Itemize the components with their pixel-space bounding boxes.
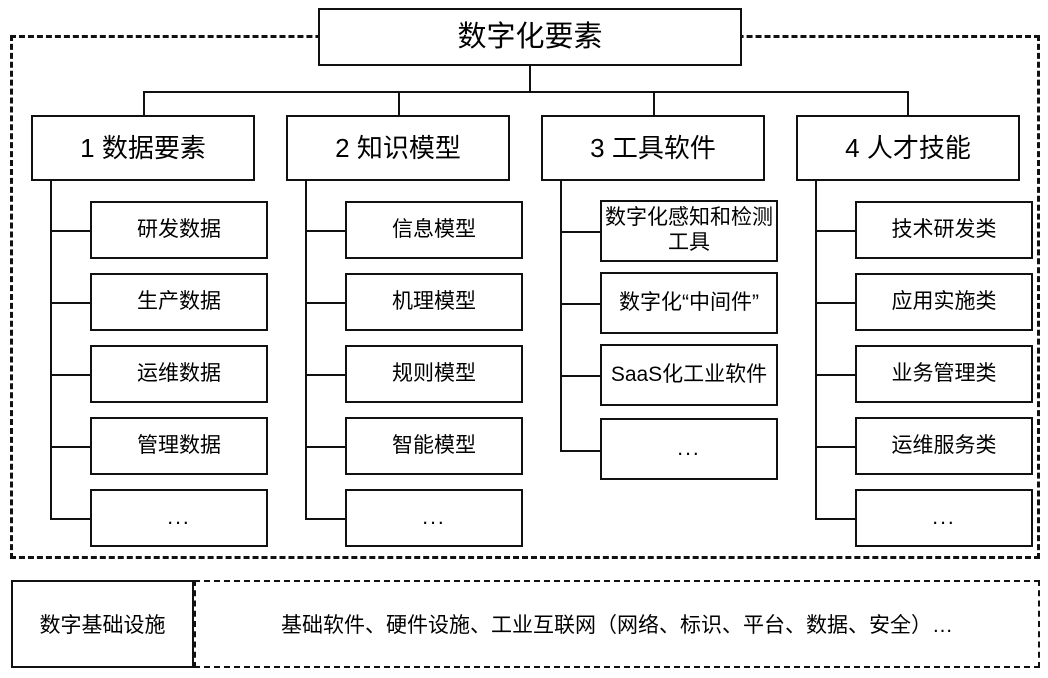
leaf-node-label: 信息模型 [392, 217, 476, 241]
leaf-node-label: 数字化感知和检测工具 [605, 206, 773, 254]
connector-spine-category-3 [560, 181, 562, 452]
leaf-node[interactable]: 智能模型 [345, 417, 523, 475]
leaf-node[interactable]: 应用实施类 [855, 273, 1033, 331]
leaf-node[interactable]: 信息模型 [345, 201, 523, 259]
leaf-node-label: 规则模型 [392, 361, 476, 385]
leaf-node-label: 应用实施类 [891, 289, 997, 313]
category-header-label: 3 工具软件 [590, 132, 716, 163]
leaf-node-label: ... [422, 505, 446, 529]
connector-stub-2-3 [305, 374, 345, 376]
root-node-digital-elements: 数字化要素 [318, 8, 742, 66]
leaf-node-label: ... [677, 436, 701, 460]
leaf-node[interactable]: 运维数据 [90, 345, 268, 403]
leaf-node[interactable]: 研发数据 [90, 201, 268, 259]
connector-stub-1-4 [50, 446, 90, 448]
connector-drop-category-2 [398, 91, 400, 115]
connector-drop-category-3 [653, 91, 655, 115]
connector-spine-category-4 [815, 181, 817, 518]
leaf-node-more[interactable]: ... [345, 489, 523, 547]
connector-stub-1-1 [50, 230, 90, 232]
leaf-node-label: ... [932, 505, 956, 529]
leaf-node-label: ... [167, 505, 191, 529]
connector-spine-category-2 [305, 181, 307, 518]
connector-horizontal-bus [143, 91, 909, 93]
leaf-node-label: 智能模型 [392, 433, 476, 457]
connector-stub-2-2 [305, 302, 345, 304]
category-header-knowledge-models[interactable]: 2 知识模型 [286, 115, 510, 181]
leaf-node-label: 生产数据 [137, 289, 221, 313]
category-header-label: 4 人才技能 [845, 132, 971, 163]
leaf-node-label: 技术研发类 [891, 217, 997, 241]
leaf-node-more[interactable]: ... [600, 418, 778, 480]
connector-stub-1-2 [50, 302, 90, 304]
leaf-node-label: 业务管理类 [891, 361, 997, 385]
connector-stub-4-5 [815, 518, 855, 520]
leaf-node-label: SaaS化工业软件 [610, 362, 768, 386]
connector-stub-1-5 [50, 518, 90, 520]
leaf-node[interactable]: 技术研发类 [855, 201, 1033, 259]
connector-stub-3-3 [560, 375, 600, 377]
leaf-node-label: 管理数据 [137, 433, 221, 457]
connector-drop-category-4 [907, 91, 909, 115]
leaf-node[interactable]: SaaS化工业软件 [600, 344, 778, 406]
connector-stub-4-4 [815, 446, 855, 448]
leaf-node[interactable]: 机理模型 [345, 273, 523, 331]
leaf-node[interactable]: 运维服务类 [855, 417, 1033, 475]
connector-stub-3-2 [560, 303, 600, 305]
root-node-label: 数字化要素 [457, 20, 603, 53]
leaf-node[interactable]: 生产数据 [90, 273, 268, 331]
leaf-node-more[interactable]: ... [855, 489, 1033, 547]
leaf-node-label: 研发数据 [137, 217, 221, 241]
connector-stub-1-3 [50, 374, 90, 376]
category-header-label: 2 知识模型 [335, 132, 461, 163]
connector-stub-3-1 [560, 231, 600, 233]
leaf-node[interactable]: 数字化感知和检测工具 [600, 200, 778, 262]
infrastructure-label-box: 数字基础设施 [11, 580, 194, 668]
category-header-tool-software[interactable]: 3 工具软件 [541, 115, 765, 181]
leaf-node-label: 机理模型 [392, 289, 476, 313]
leaf-node-label: 运维服务类 [891, 433, 997, 457]
category-header-data-elements[interactable]: 1 数据要素 [31, 115, 255, 181]
category-header-label: 1 数据要素 [80, 132, 206, 163]
leaf-node-label: 运维数据 [137, 361, 221, 385]
connector-stub-4-1 [815, 230, 855, 232]
connector-root-trunk [529, 66, 531, 92]
connector-stub-3-4 [560, 450, 600, 452]
connector-stub-4-3 [815, 374, 855, 376]
connector-stub-4-2 [815, 302, 855, 304]
leaf-node[interactable]: 业务管理类 [855, 345, 1033, 403]
connector-stub-2-1 [305, 230, 345, 232]
infrastructure-label: 数字基础设施 [39, 614, 166, 637]
leaf-node[interactable]: 管理数据 [90, 417, 268, 475]
leaf-node[interactable]: 数字化“中间件” [600, 272, 778, 334]
leaf-node-label: 数字化“中间件” [619, 290, 759, 314]
leaf-node[interactable]: 规则模型 [345, 345, 523, 403]
connector-spine-category-1 [50, 181, 52, 518]
connector-stub-2-5 [305, 518, 345, 520]
connector-drop-category-1 [143, 91, 145, 115]
connector-stub-2-4 [305, 446, 345, 448]
infrastructure-content-box: 基础软件、硬件设施、工业互联网（网络、标识、平台、数据、安全）… [194, 580, 1040, 668]
leaf-node-more[interactable]: ... [90, 489, 268, 547]
category-header-talent-skills[interactable]: 4 人才技能 [796, 115, 1020, 181]
infrastructure-content-text: 基础软件、硬件设施、工业互联网（网络、标识、平台、数据、安全）… [281, 614, 953, 637]
